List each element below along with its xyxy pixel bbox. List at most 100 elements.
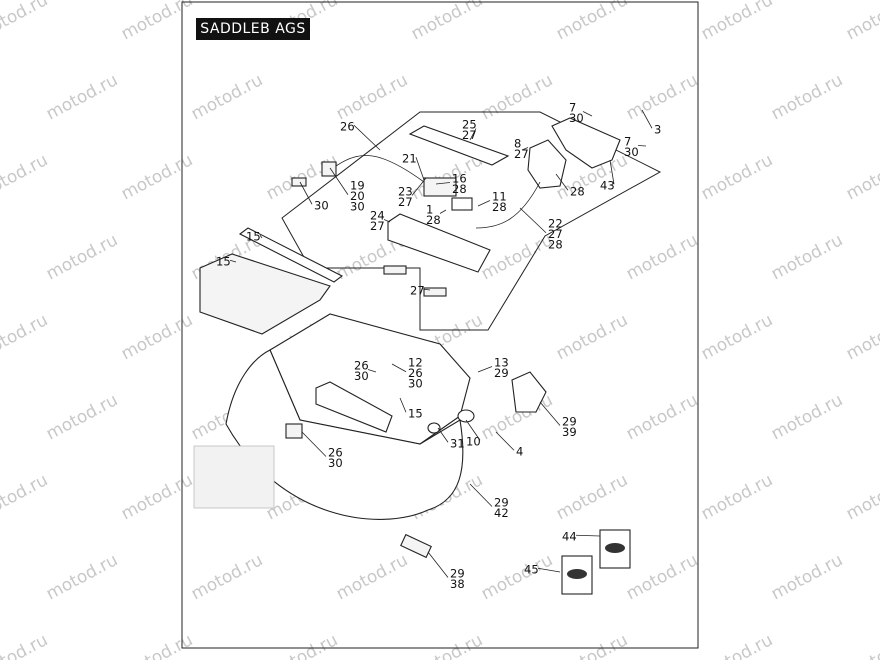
callout-leader-line [259, 235, 263, 239]
watermark-text: motod.ru [0, 150, 51, 204]
callout-10: 10 [465, 419, 481, 449]
watermark-text: motod.ru [553, 630, 631, 660]
faded-assembly-sketch [193, 445, 275, 509]
emblem-logo-44 [605, 543, 625, 553]
callout-leader-line [383, 219, 391, 223]
callout-number: 15 [246, 230, 261, 244]
callout-7b: 730 [624, 135, 647, 159]
callout-number: 30 [408, 377, 423, 391]
bumper-part [427, 422, 441, 434]
callout-leader-line [537, 567, 561, 573]
watermark-text: motod.ru [698, 470, 776, 524]
callout-number: 43 [600, 179, 615, 193]
callout-number: 29 [562, 415, 577, 429]
watermark-text: motod.ru [188, 70, 266, 124]
watermark-text: motod.ru [478, 70, 556, 124]
callout-number: 26 [354, 359, 369, 373]
pad-part-a [383, 265, 407, 275]
watermark-text: motod.ru [843, 150, 880, 204]
callout-leader-line [641, 109, 653, 129]
watermark-text: motod.ru [698, 630, 776, 660]
callout-number: 28 [492, 200, 507, 214]
watermark-text: motod.ru [0, 470, 51, 524]
callout-leader-line [469, 483, 493, 507]
callout-1: 128 [426, 203, 447, 227]
callout-leader-line [469, 128, 477, 141]
watermark-text: motod.ru [843, 0, 880, 44]
callout-number: 27 [548, 227, 563, 241]
callout-leader-line [609, 159, 615, 185]
watermark-text: motod.ru [118, 150, 196, 204]
watermark-text: motod.ru [843, 310, 880, 364]
callout-7a: 730 [569, 101, 593, 125]
callout-leader-line [435, 182, 451, 185]
callout-leader-line [423, 288, 431, 291]
watermark-text: motod.ru [118, 310, 196, 364]
watermark-text: motod.ru [263, 150, 341, 204]
watermark-text: motod.ru [553, 310, 631, 364]
cover-plate-part [408, 125, 510, 166]
latch-tray-part [387, 213, 491, 273]
callout-number: 28 [570, 185, 585, 199]
callout-number: 27 [398, 195, 413, 209]
callout-leader-line [519, 207, 547, 234]
callout-leader-line [637, 145, 647, 147]
callout-27: 27 [410, 284, 431, 298]
watermark-text: motod.ru [698, 0, 776, 44]
callout-number: 7 [624, 135, 631, 149]
callout-number: 21 [402, 152, 417, 166]
watermark-text: motod.ru [478, 230, 556, 284]
callout-43: 43 [600, 159, 615, 193]
watermark-text: motod.ru [768, 390, 846, 444]
callout-number: 44 [562, 530, 577, 544]
callout-leader-line [539, 401, 561, 426]
callout-leader-line [299, 181, 313, 205]
callout-number: 12 [408, 356, 423, 370]
callout-8: 827 [514, 137, 529, 162]
watermark-text: motod.ru [623, 550, 701, 604]
callout-number: 26 [408, 366, 423, 380]
watermark-text: motod.ru [118, 470, 196, 524]
callout-number: 1 [426, 203, 433, 217]
lock-cylinder-part [451, 197, 473, 211]
callout-30a: 30 [299, 181, 329, 213]
callout-15b: 15 [216, 255, 237, 269]
callout-leader-line [495, 431, 515, 451]
rail-part-upper [238, 227, 344, 283]
watermark-text: motod.ru [623, 230, 701, 284]
callout-number: 15 [408, 407, 423, 421]
callout-number: 8 [514, 137, 521, 151]
callout-number: 20 [350, 189, 365, 203]
callout-leader-line [439, 209, 447, 214]
callout-number: 22 [548, 217, 563, 231]
callout-leader-line [427, 551, 449, 578]
callout-number: 27 [462, 128, 477, 142]
callout-number: 30 [354, 369, 369, 383]
callout-leader-line [582, 111, 593, 117]
clip-part [291, 177, 307, 187]
watermark-text: motod.ru [43, 230, 121, 284]
callout-number: 26 [328, 446, 343, 460]
callout-number: 4 [516, 445, 523, 459]
callout-leader-line [415, 157, 425, 181]
pad-part-b [423, 287, 447, 297]
callout-number: 29 [494, 366, 509, 380]
watermark-text: motod.ru [843, 630, 880, 660]
hinge-plate-part [315, 381, 393, 433]
callout-number: 29 [450, 567, 465, 581]
callout-31: 31 [437, 427, 465, 451]
watermark-text: motod.ru [553, 0, 631, 44]
watermark-text: motod.ru [118, 630, 196, 660]
callout-15c: 15 [399, 397, 423, 421]
saddlebag-body-part [225, 349, 464, 520]
watermark-text: motod.ru [408, 630, 486, 660]
